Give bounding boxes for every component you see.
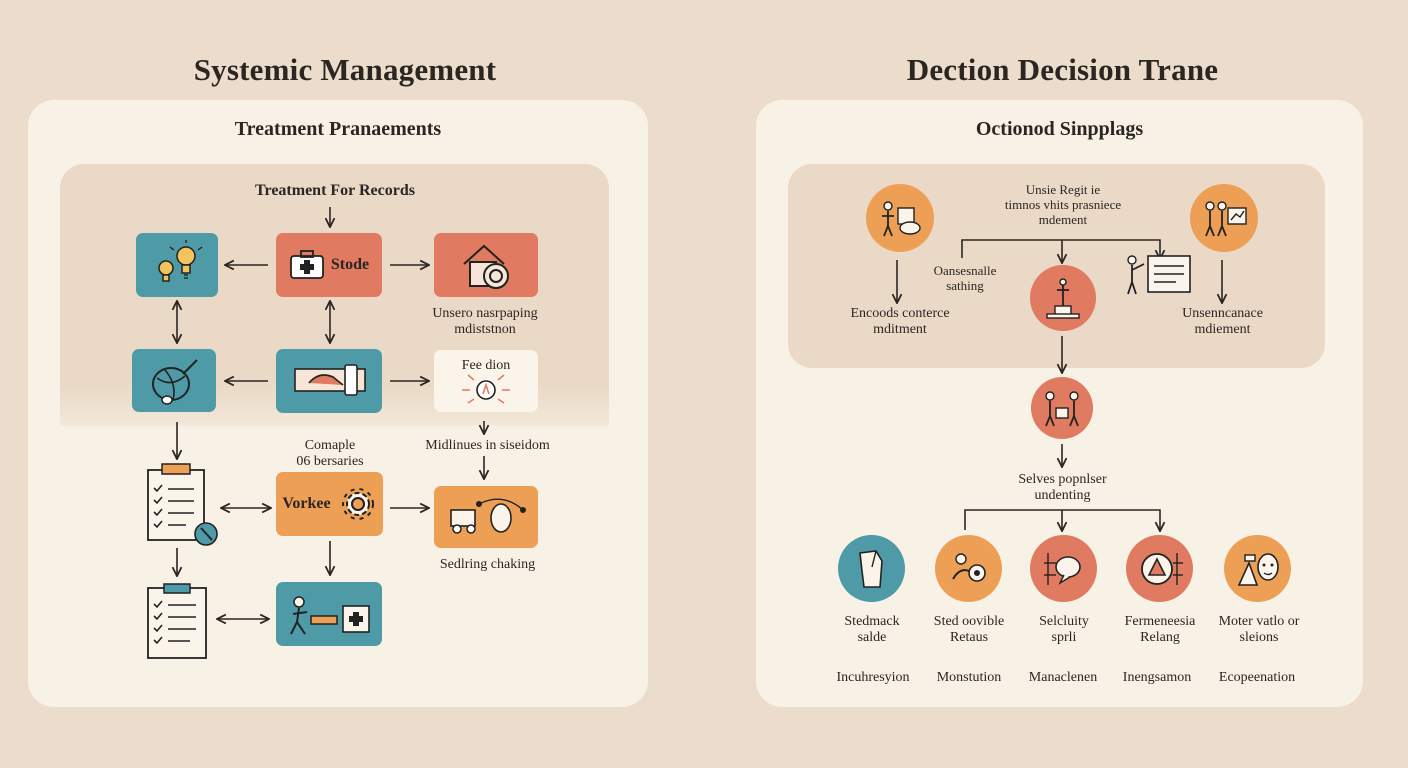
leaf-circle-1: [838, 535, 905, 602]
leaf-category-5: Ecopeenation: [1218, 670, 1296, 685]
left-subtitle: Treatment Pranaements: [234, 118, 442, 140]
right-center-circle: [1030, 265, 1096, 331]
leaf-5-icon: [1237, 552, 1279, 586]
people-meeting-icon: [882, 201, 921, 237]
leaf-label-5: Moter vatlo or sleions: [1204, 614, 1314, 646]
feedback-label: Fee dion: [461, 358, 511, 373]
house-node: [434, 233, 538, 297]
multiunes-caption: Midlinues in siseidom: [425, 438, 550, 453]
top-caption-text: Unsie Regit ie timnos vhits prasniece md…: [1004, 182, 1122, 227]
checklist-node-1: [146, 462, 222, 548]
leaf-circle-5: [1224, 535, 1291, 602]
top-caption: Unsie Regit ie timnos vhits prasniece md…: [978, 182, 1148, 227]
band-label: Treatment For Records: [255, 182, 415, 199]
vorkee-node: Vorkee: [276, 472, 383, 536]
handshake-icon: [294, 364, 366, 396]
checklist-node-2: [146, 582, 210, 660]
lower-caption: Selves popnlser undenting: [990, 472, 1135, 504]
feedback-node: Fee dion: [434, 350, 538, 412]
leaf-label-1-text: Stedmack salde: [844, 614, 900, 645]
leaf-label-4: Fermeneesia Relang: [1106, 614, 1214, 646]
medical-kit-icon: [289, 250, 324, 279]
leaf-label-1: Stedmack salde: [820, 614, 924, 646]
transport-icon: [450, 498, 526, 534]
care-node: [276, 582, 382, 646]
vorkee-label: Vorkee: [282, 495, 331, 512]
leaf-label-4-text: Fermeneesia Relang: [1124, 614, 1196, 645]
leaf-circle-4: [1126, 535, 1193, 602]
right-caption-text: Unsenncanace mdiement: [1182, 306, 1263, 337]
lightbulb-node: [136, 233, 218, 297]
stode-node: Stode: [276, 233, 382, 297]
podium-icon: [1046, 278, 1080, 319]
unseen-caption-text: Unsero nasrpaping mdiststnon: [432, 306, 538, 337]
left-title: Systemic Management: [193, 52, 497, 87]
right-top-right-circle: [1190, 184, 1258, 252]
mid-caption-text: Oansesnalle sathing: [933, 263, 997, 293]
sedling-caption: Sedlring chaking: [439, 557, 536, 572]
leaf-category-4: Inengsamon: [1122, 670, 1192, 685]
unseen-caption: Unsero nasrpaping mdiststnon: [410, 306, 560, 338]
right-caption: Unsenncanace mdiement: [1160, 306, 1285, 338]
right-top-left-circle: [866, 184, 934, 252]
leaf-category-1: Incuhresyion: [836, 670, 910, 685]
clipboard-icon: [147, 583, 207, 659]
left-caption-text: Encoods conterce mditment: [850, 306, 950, 337]
leaf-circle-2: [935, 535, 1002, 602]
handshake-node: [276, 349, 382, 413]
leaf-label-3-text: Selcluity sprli: [1039, 614, 1089, 645]
globe-leaf-icon: [152, 358, 198, 405]
leaf-category-2: Monstution: [936, 670, 1002, 685]
complete-caption: Comaple 06 bersaries: [270, 438, 390, 470]
presentation-icon: [1205, 201, 1247, 237]
gear-icon: [341, 488, 374, 520]
people-table-icon: [1045, 391, 1079, 427]
lightbulb-icon: [158, 240, 203, 282]
left-caption: Encoods conterce mditment: [830, 306, 970, 338]
leaf-label-2: Sted oovible Retaus: [917, 614, 1021, 646]
lower-caption-text: Selves popnlser undenting: [1018, 472, 1107, 503]
leaf-label-5-text: Moter vatlo or sleions: [1218, 614, 1300, 645]
sunburst-icon: [462, 374, 510, 404]
globe-node: [132, 349, 216, 412]
sedling-node: [434, 486, 538, 548]
teacher-board: [1124, 250, 1194, 298]
checklist-icon: [147, 463, 218, 546]
leaf-4-icon: [1140, 552, 1183, 585]
right-lower-circle: [1031, 377, 1093, 439]
house-target-icon: [463, 244, 509, 289]
right-subtitle: Octionod Sinpplags: [975, 118, 1144, 140]
right-title: Dection Decision Trane: [906, 52, 1219, 87]
leaf-1-icon: [858, 549, 883, 588]
leaf-label-3: Selcluity sprli: [1012, 614, 1116, 646]
leaf-2-icon: [951, 552, 986, 582]
mid-caption: Oansesnalle sathing: [915, 263, 1015, 293]
leaf-3-icon: [1043, 552, 1081, 585]
complete-caption-text: Comaple 06 bersaries: [296, 438, 364, 469]
leaf-circle-3: [1030, 535, 1097, 602]
care-people-icon: [290, 596, 370, 635]
leaf-label-2-text: Sted oovible Retaus: [933, 614, 1005, 645]
leaf-category-3: Manaclenen: [1028, 670, 1098, 685]
teacher-board-icon: [1127, 255, 1191, 295]
stode-label: Stode: [330, 256, 370, 273]
